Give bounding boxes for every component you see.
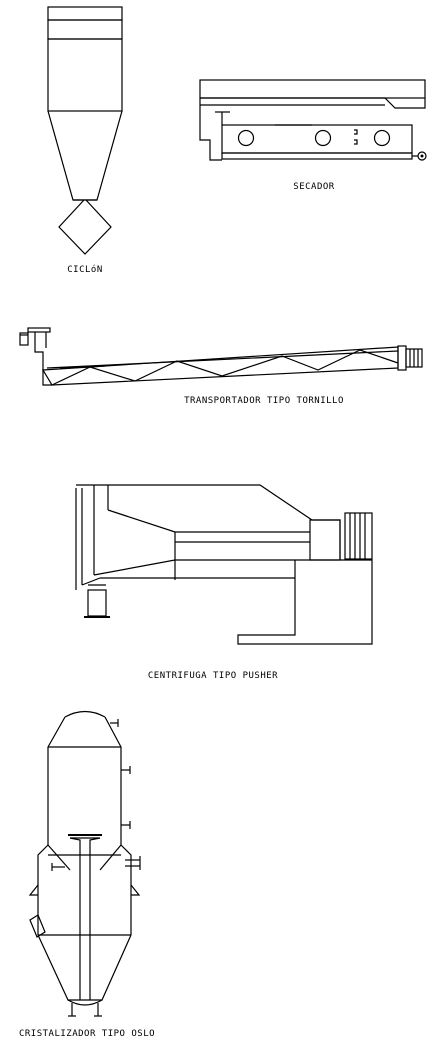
ciclon-label: CICLóN: [67, 264, 103, 275]
cristalizador-label: CRISTALIZADOR TIPO OSLO: [19, 1029, 155, 1039]
screw-conveyor-drawing: [19, 327, 423, 386]
secador-label: SECADOR: [293, 182, 335, 192]
dryer-drawing: [199, 79, 427, 161]
centrifuga-label: CENTRIFUGA TIPO PUSHER: [148, 671, 278, 681]
transportador-label: TRANSPORTADOR TIPO TORNILLO: [184, 396, 344, 406]
pusher-centrifuge-drawing: [75, 484, 373, 645]
oslo-crystallizer-drawing: [28, 710, 141, 1017]
cyclone-drawing: [47, 6, 123, 255]
